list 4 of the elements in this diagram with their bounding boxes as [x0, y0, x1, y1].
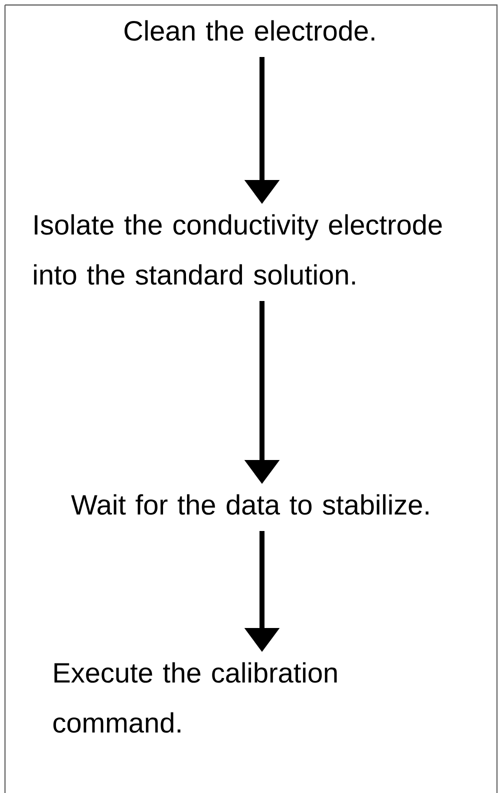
step-text: Isolate the conductivity electrode into the standard solution.: [34, 214, 442, 285]
step-text: Clean the electrode.: [124, 20, 374, 41]
step-text: Wait for the data to stabilize.: [71, 494, 428, 515]
step-text: Execute the calibration command.: [53, 662, 337, 733]
